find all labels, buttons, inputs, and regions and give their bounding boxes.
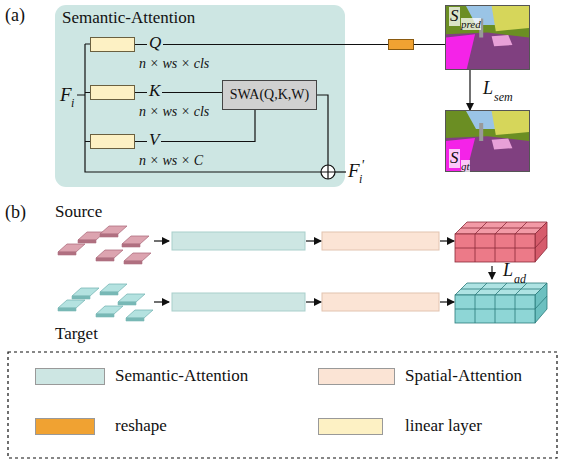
connector	[469, 70, 470, 110]
feature-subscript: i	[359, 173, 362, 186]
target-patch	[126, 310, 153, 318]
linear-layer: Qn × ws × cls	[90, 37, 135, 52]
source-patch	[78, 240, 96, 243]
legend-text: Semantic-Attention	[115, 367, 248, 386]
attention-panel: Semantic-AttentionQn × ws × clsKn × ws ×…	[55, 5, 345, 187]
feature-symbol: F	[60, 85, 72, 106]
domain-name: Source	[55, 203, 102, 222]
flow-arrows	[154, 241, 492, 302]
target-feature-grid	[455, 283, 547, 323]
source-patch	[100, 234, 118, 237]
panel-ground	[55, 5, 345, 187]
tensor-shape: n × ws × cls	[139, 56, 209, 71]
target-patch	[96, 314, 114, 317]
target-patch	[72, 296, 90, 299]
source-patch	[58, 252, 76, 255]
loss-symbol: L	[483, 79, 493, 99]
linear-layer: Vn × ws × C	[90, 134, 135, 149]
panel-title: Semantic-Attention	[62, 9, 195, 28]
map-subscript: pred	[461, 18, 481, 30]
feature-subscript: i	[71, 97, 74, 110]
map-subscript: gt	[461, 160, 470, 172]
vector-name: V	[147, 131, 161, 150]
vector-name: Q	[147, 34, 163, 53]
feature-symbol: F	[348, 161, 360, 182]
target-patch	[96, 306, 123, 314]
vector-name: K	[147, 82, 162, 101]
spatial-attention-bar	[322, 293, 439, 311]
source-feature-grid	[455, 222, 547, 262]
semantic-attention-bar	[172, 293, 305, 311]
source-patch	[124, 253, 151, 261]
segmentation-map: Sgt	[445, 110, 530, 172]
legend-swatch	[318, 368, 395, 385]
target-patch	[100, 284, 127, 292]
target-patch	[72, 288, 99, 296]
spatial-attention-bar	[322, 232, 439, 250]
tensor-shape: n × ws × C	[139, 153, 203, 168]
source-patch	[100, 226, 127, 234]
target-patch	[126, 318, 144, 321]
semantic-attention-bar	[172, 232, 305, 250]
map-symbol: S	[449, 149, 460, 168]
wires	[77, 44, 346, 172]
tensor-shape: n × ws × cls	[139, 104, 209, 119]
loss-subscript: ad	[514, 273, 526, 286]
domain-name: Target	[55, 325, 98, 344]
linear-layer: Kn × ws × cls	[90, 85, 135, 100]
legend-swatch	[35, 368, 105, 385]
source-patch	[122, 244, 140, 247]
legend-text: Spatial-Attention	[405, 367, 522, 386]
target-patch	[58, 300, 85, 308]
panel-letter: (b)	[5, 203, 26, 223]
legend-text: linear layer	[405, 417, 482, 436]
source-patch	[96, 250, 123, 258]
target-patch	[58, 308, 76, 311]
add-symbol	[321, 165, 335, 179]
target-patch	[118, 302, 136, 305]
segmentation-map: Spred	[445, 5, 530, 70]
reshape-block	[388, 39, 414, 50]
legend-swatch	[318, 418, 383, 435]
legend-text: reshape	[115, 417, 167, 436]
target-patch	[118, 294, 145, 302]
legend-swatch	[35, 418, 95, 435]
block-name: SWA(Q,K,W)	[223, 81, 316, 109]
source-patch	[58, 244, 85, 252]
source-patch	[96, 258, 114, 261]
panel-letter: (a)	[5, 6, 25, 26]
loss-subscript: sem	[494, 91, 513, 104]
prime-mark: '	[361, 158, 364, 173]
source-patch	[122, 236, 149, 244]
map-symbol: S	[449, 7, 460, 26]
loss-symbol: L	[503, 261, 513, 281]
target-patch	[100, 292, 118, 295]
legend-frame	[8, 352, 557, 458]
source-patch	[124, 261, 142, 264]
swa-block: SWA(Q,K,W)	[222, 80, 317, 110]
